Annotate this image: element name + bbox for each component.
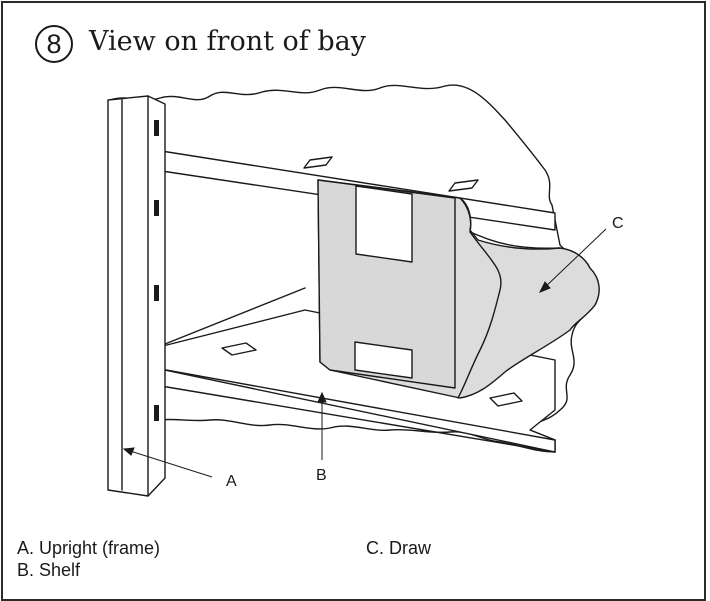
arrowhead-b [317, 391, 327, 403]
leader-line-a [126, 449, 213, 478]
figure-title: View on front of bay [89, 26, 367, 57]
upright-slot [154, 405, 159, 421]
drawer-side-curve [457, 197, 502, 399]
leader-line-c [541, 228, 607, 291]
drawer-front [317, 179, 456, 389]
upright-slots [154, 120, 159, 421]
lower-shelf-edge [154, 367, 556, 441]
lower-shelf-back-line [154, 287, 306, 349]
upright-slot [154, 285, 159, 301]
step-number: 8 [46, 28, 62, 59]
lower-shelf-slot-1 [221, 342, 257, 356]
drawer-bottom-notch [354, 341, 413, 379]
legend-item-b: B. Shelf [17, 560, 81, 580]
arrowhead-c [538, 281, 551, 293]
callout-a: A [226, 473, 237, 490]
step-number-badge: 8 [35, 25, 73, 63]
callout-c: C [612, 215, 624, 232]
drawer-lip [469, 231, 561, 249]
arrowhead-a [122, 447, 135, 456]
upright-slot [154, 200, 159, 216]
legend-item-c: C. Draw [366, 538, 432, 558]
upright-slot [154, 120, 159, 136]
callout-b: B [316, 467, 327, 484]
lower-shelf-beam-bottom [154, 384, 556, 453]
lower-shelf-slot-2 [489, 392, 523, 407]
legend-item-a: A. Upright (frame) [17, 538, 161, 558]
upper-shelf-deck-slots [303, 156, 479, 192]
drawer-top-cutout [355, 185, 413, 263]
